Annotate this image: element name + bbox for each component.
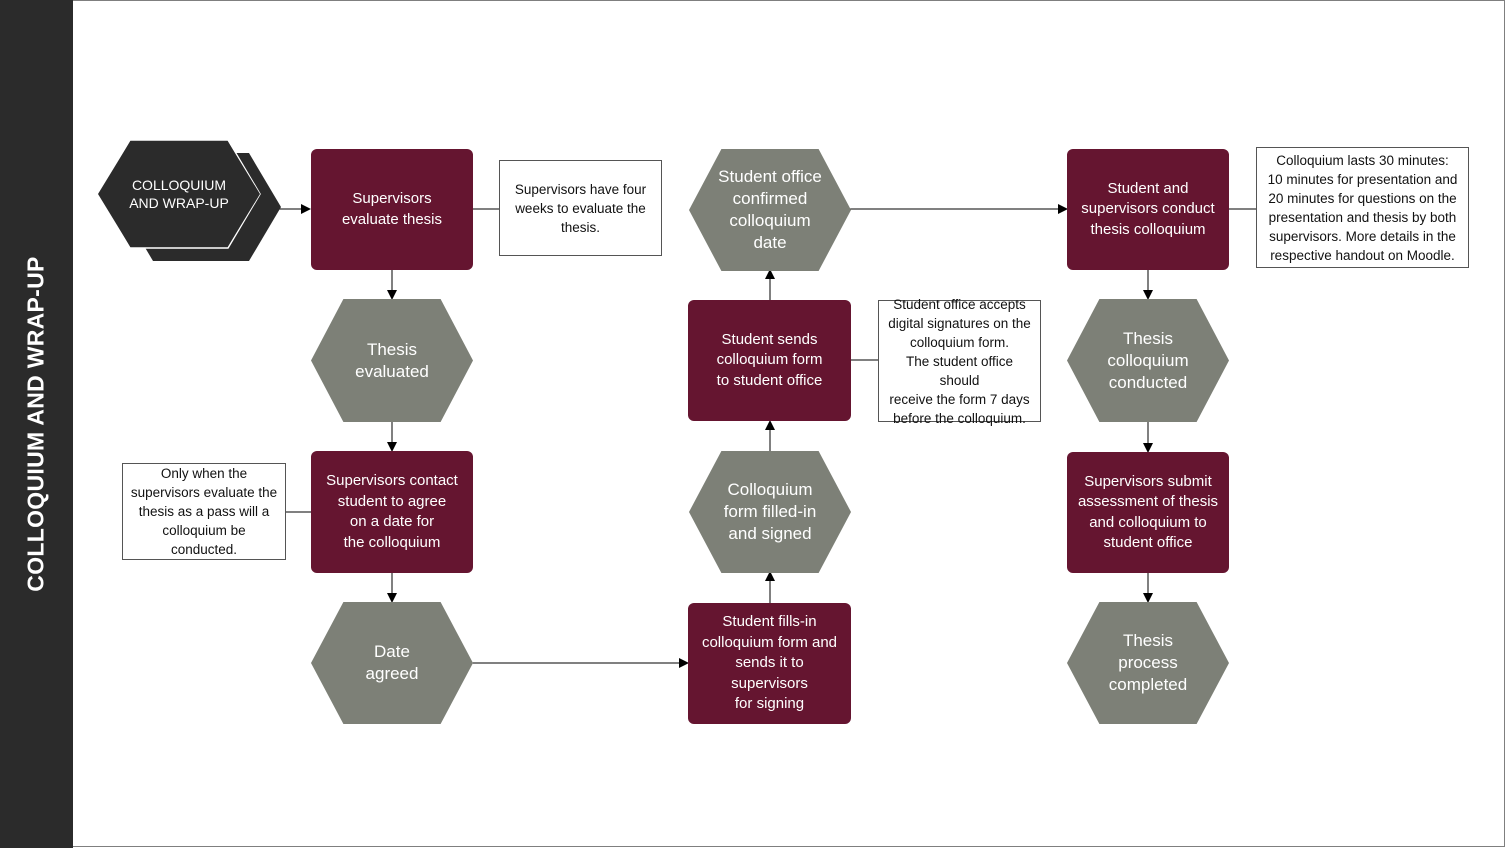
step-supervisors-contact: Supervisors contact student to agree on … bbox=[311, 451, 473, 573]
start-node: COLLOQUIUM AND WRAP-UP bbox=[98, 141, 260, 247]
event-colloquium-conducted: Thesis colloquium conducted bbox=[1067, 299, 1229, 422]
note-four-weeks: Supervisors have four weeks to evaluate … bbox=[499, 160, 662, 256]
event-form-signed: Colloquium form filled-in and signed bbox=[689, 451, 851, 573]
note-digital-signatures: Student office accepts digital signature… bbox=[878, 297, 1041, 426]
event-thesis-evaluated: Thesis evaluated bbox=[311, 299, 473, 422]
page-frame bbox=[73, 0, 1505, 847]
step-submit-assessment: Supervisors submit assessment of thesis … bbox=[1067, 452, 1229, 573]
note-duration: Colloquium lasts 30 minutes: 10 minutes … bbox=[1256, 147, 1469, 268]
start-label: COLLOQUIUM AND WRAP-UP bbox=[129, 176, 229, 212]
note-pass-only: Only when the supervisors evaluate the t… bbox=[122, 463, 286, 560]
step-supervisors-evaluate: Supervisors evaluate thesis bbox=[311, 149, 473, 270]
event-date-agreed: Date agreed bbox=[311, 602, 473, 724]
step-student-fills: Student fills-in colloquium form and sen… bbox=[688, 603, 851, 724]
event-process-completed: Thesis process completed bbox=[1067, 602, 1229, 724]
step-student-sends: Student sends colloquium form to student… bbox=[688, 300, 851, 421]
sidebar: COLLOQUIUM AND WRAP-UP bbox=[0, 0, 73, 848]
event-office-confirmed: Student office confirmed colloquium date bbox=[689, 149, 851, 271]
step-conduct-colloquium: Student and supervisors conduct thesis c… bbox=[1067, 149, 1229, 270]
